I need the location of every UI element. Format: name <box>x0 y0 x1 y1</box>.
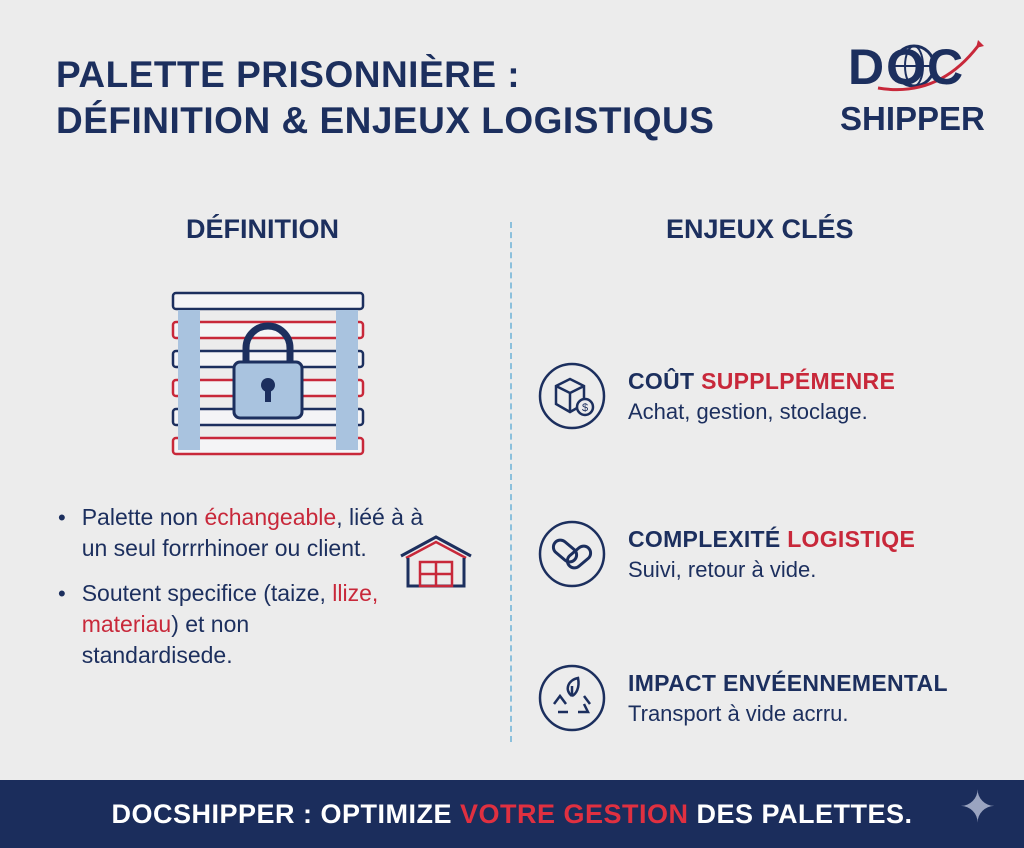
box-dollar-icon: $ <box>538 362 606 430</box>
enjeux-heading: ENJEUX CLÉS <box>666 214 854 244</box>
docshipper-logo: DOC SHIPPER <box>838 38 998 138</box>
definition-bullets: • Palette non échangeable, liéé à à un s… <box>58 502 428 685</box>
definition-heading: DÉFINITION <box>186 214 339 244</box>
list-item: • Soutent specifice (taize, llize, mater… <box>58 580 379 668</box>
chain-link-icon <box>538 520 606 588</box>
sparkle-icon: ✦ <box>959 783 996 832</box>
recycle-leaf-icon <box>538 664 606 732</box>
warehouse-icon <box>400 535 472 588</box>
divider <box>510 222 512 742</box>
svg-text:$: $ <box>582 402 588 414</box>
footer-banner: DOCSHIPPER : OPTIMIZE VOTRE GESTION DES … <box>0 780 1024 848</box>
page-title: PALETTE PRISONNIÈRE : DÉFINITION & ENJEU… <box>56 54 715 141</box>
globe-plane-icon <box>877 40 984 92</box>
locked-pallet-icon <box>171 291 365 456</box>
list-item: • Palette non échangeable, liéé à à un s… <box>58 504 424 561</box>
